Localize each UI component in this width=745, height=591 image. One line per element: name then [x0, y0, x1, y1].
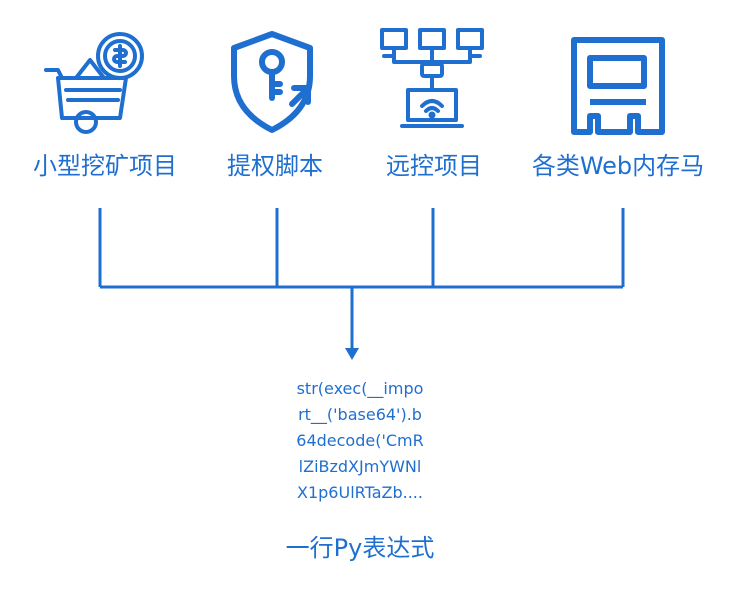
payload-line: X1p6UlRTaZb....: [297, 483, 423, 502]
source-label-mining: 小型挖矿项目: [33, 152, 177, 180]
arrow-down-icon: [345, 348, 359, 360]
payload-line: str(exec(__impo: [296, 379, 424, 398]
payload-line: lZiBzdXJmYWNl: [298, 457, 422, 476]
payload-line: 64decode('CmR: [296, 431, 424, 450]
source-label-privilege-escalation: 提权脚本: [227, 152, 323, 180]
memory-module-icon: [571, 37, 665, 135]
payload-caption: 一行Py表达式: [285, 534, 435, 562]
privilege-shield-key-icon: [231, 31, 313, 133]
payload-code: str(exec(__impo rt__('base64').b 64decod…: [250, 376, 470, 506]
source-label-remote-control: 远控项目: [386, 152, 482, 180]
payload-line: rt__('base64').b: [298, 405, 422, 424]
mining-cart-icon: [44, 32, 144, 134]
remote-network-laptop-icon: [380, 28, 484, 128]
source-label-web-memshell: 各类Web内存马: [531, 152, 705, 180]
